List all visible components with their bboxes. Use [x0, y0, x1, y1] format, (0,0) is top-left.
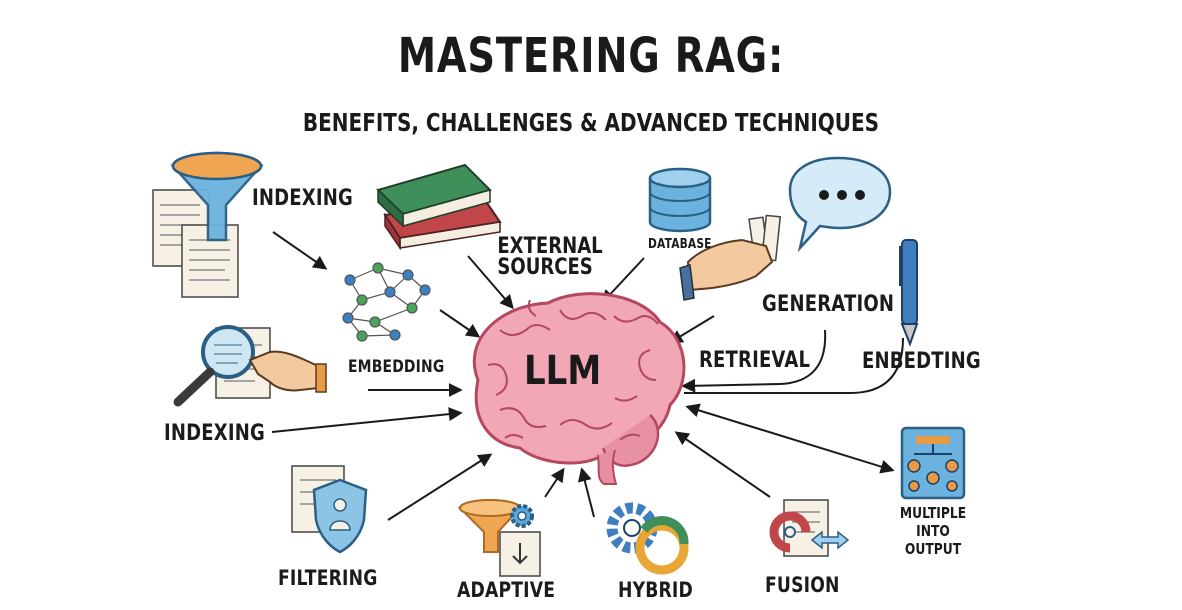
label-multiple-line3: OUTPUT: [904, 540, 962, 558]
label-external-sources-line1: EXTERNAL: [497, 234, 603, 259]
process-board-icon: [900, 426, 966, 500]
page-title: MASTERING RAG:: [397, 28, 785, 84]
gears-icon: [606, 502, 689, 575]
arrow-external-sources: [467, 255, 514, 310]
arrow-adaptive: [544, 467, 565, 498]
arrow-multiple-output: [685, 403, 895, 474]
speech-bubble-icon: [788, 156, 892, 253]
label-indexing-top: INDEXING: [252, 186, 353, 211]
label-database: DATABASE: [648, 237, 712, 252]
arrow-network: [439, 309, 481, 338]
llm-label: LLM: [524, 348, 602, 394]
arrow-filtering: [387, 453, 493, 521]
fusion-icon: [769, 499, 850, 557]
brain-icon: [472, 292, 686, 485]
label-indexing-left: INDEXING: [164, 421, 265, 446]
books-icon: [376, 163, 502, 251]
page-subtitle: BENEFITS, CHALLENGES & ADVANCED TECHNIQU…: [302, 108, 880, 137]
label-filtering: FILTERING: [278, 566, 378, 590]
label-multiple-line1: MULTIPLE: [899, 504, 967, 522]
arrow-hybrid: [577, 467, 595, 518]
pen-icon: [899, 239, 919, 347]
hand-papers-icon: [679, 214, 782, 301]
label-multiple-into-output: MULTIPLE INTO OUTPUT: [896, 504, 970, 558]
shield-person-icon: [291, 465, 368, 554]
label-generation: GENERATION: [762, 292, 895, 317]
label-embedding: EMBEDDING: [348, 357, 445, 377]
label-enbedting: ENBEDTING: [862, 349, 981, 374]
arrow-fusion: [674, 431, 771, 498]
label-multiple-line2: INTO: [916, 522, 950, 540]
arrow-retrieval-curve: [681, 329, 827, 393]
arrow-generation: [668, 315, 715, 344]
label-adaptive: ADAPTIVE: [457, 578, 556, 602]
label-retrieval: RETRIEVAL: [699, 348, 811, 373]
arrow-indexing-left: [271, 407, 463, 433]
hand-icon: [248, 350, 327, 393]
label-fusion: FUSION: [765, 573, 840, 597]
database-icon: [648, 167, 712, 233]
label-hybrid: HYBRID: [618, 578, 693, 602]
connector-arrows: [271, 231, 904, 521]
arrow-enbedting-curve: [684, 337, 904, 394]
network-icon: [342, 262, 431, 342]
label-external-sources-line2: SOURCES: [497, 255, 593, 280]
label-external-sources: EXTERNAL SOURCES: [497, 234, 603, 280]
funnel-icon: [152, 151, 264, 298]
arrow-indexing-top: [272, 231, 328, 270]
gear-funnel-icon: [457, 499, 541, 577]
